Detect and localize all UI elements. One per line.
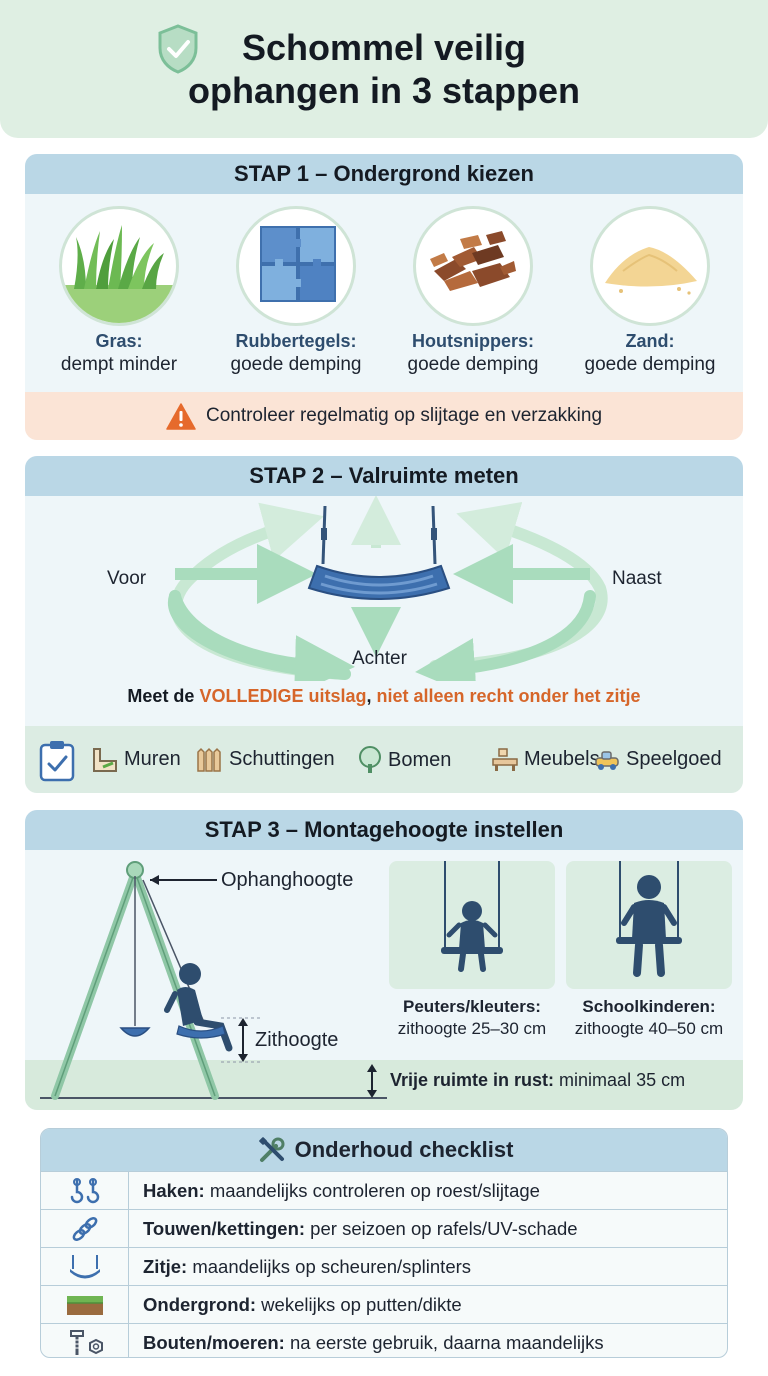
chain-icon xyxy=(41,1209,129,1248)
step3-card: STAP 3 – Montagehoogte instellen Ophangh… xyxy=(25,810,743,1110)
clearance-text: Vrije ruimte in rust: minimaal 35 cm xyxy=(390,1070,685,1091)
surface-sand: Zand: goede demping xyxy=(565,330,735,378)
checklist-header: Onderhoud checklist xyxy=(41,1129,727,1171)
checklist-text: wekelijks op putten/dikte xyxy=(256,1293,462,1315)
obstacle-row: Muren Schuttingen Bomen Meubels xyxy=(25,726,743,793)
surface-name: Gras: xyxy=(95,331,143,351)
age-group-value: zithoogte 25–30 cm xyxy=(397,1019,547,1038)
rubber-tiles-icon xyxy=(236,206,356,326)
obstacle-toys: Speelgoed xyxy=(593,746,722,772)
toddler-illustration xyxy=(389,861,555,989)
ground-icon xyxy=(41,1285,129,1324)
measure-middle: , xyxy=(366,686,377,706)
toddler-caption: Peuters/kleuters: zithoogte 25–30 cm xyxy=(382,996,562,1040)
label-back: Achter xyxy=(352,648,407,669)
surface-value: goede demping xyxy=(407,354,539,375)
swing-frame-diagram xyxy=(40,861,387,1100)
obstacle-label: Muren xyxy=(124,747,181,770)
step1-card: STAP 1 – Ondergrond kiezen xyxy=(25,154,743,440)
step3-title: STAP 3 – Montagehoogte instellen xyxy=(25,810,743,850)
obstacle-label: Schuttingen xyxy=(229,747,335,770)
surface-grass: Gras: dempt minder xyxy=(34,330,204,378)
seat-height-label: Zithoogte xyxy=(255,1029,339,1051)
schoolchild-illustration xyxy=(566,861,732,989)
checklist-label: Touwen/kettingen: xyxy=(143,1217,306,1239)
obstacle-label: Meubels xyxy=(524,747,600,770)
checklist-text: maandelijks controleren op roest/slijtag… xyxy=(204,1179,540,1201)
measure-highlight-2: niet alleen recht onder het zitje xyxy=(376,686,641,706)
surface-value: goede demping xyxy=(584,354,716,375)
fence-icon xyxy=(197,747,221,772)
page-title: Schommel veilig ophangen in 3 stappen xyxy=(90,26,678,112)
surface-value: dempt minder xyxy=(60,354,178,375)
tools-icon xyxy=(258,1137,285,1162)
clipboard-check-icon xyxy=(39,741,75,782)
checklist-title: Onderhoud checklist xyxy=(294,1137,514,1162)
warning-banner: Controleer regelmatig op slijtage en ver… xyxy=(25,392,743,440)
checklist-row-seat: Zitje: maandelijks op scheuren/splinters xyxy=(41,1247,727,1286)
step2-title: STAP 2 – Valruimte meten xyxy=(25,456,743,496)
surface-woodchips: Houtsnippers: goede demping xyxy=(388,330,558,378)
surface-name: Zand: xyxy=(625,331,675,351)
surface-name: Houtsnippers: xyxy=(411,331,534,351)
tree-icon xyxy=(359,746,381,773)
warning-text: Controleer regelmatig op slijtage en ver… xyxy=(205,405,603,426)
maintenance-checklist: Onderhoud checklist Haken: maandelijks c… xyxy=(40,1128,728,1358)
seat-icon xyxy=(41,1247,129,1286)
measure-highlight-1: VOLLEDIGE uitslag xyxy=(199,686,367,706)
obstacle-walls: Muren xyxy=(91,746,181,772)
age-group-name: Peuters/kleuters: xyxy=(403,997,541,1016)
label-side: Naast xyxy=(612,568,662,589)
age-group-name: Schoolkinderen: xyxy=(582,997,716,1016)
clearance-value: minimaal 35 cm xyxy=(554,1070,686,1090)
obstacle-fences: Schuttingen xyxy=(196,746,335,772)
bolt-nut-icon xyxy=(41,1323,129,1357)
surface-value: goede demping xyxy=(230,354,362,375)
label-front: Voor xyxy=(107,568,147,589)
age-group-value: zithoogte 40–50 cm xyxy=(574,1019,724,1038)
checklist-text: per seizoen op rafels/UV-schade xyxy=(305,1217,578,1239)
checklist-row-hooks: Haken: maandelijks controleren op roest/… xyxy=(41,1171,727,1210)
checklist-row-ground: Ondergrond: wekelijks op putten/dikte xyxy=(41,1285,727,1324)
checklist-text: maandelijks op scheuren/splinters xyxy=(187,1255,472,1277)
title-line-1: Schommel veilig xyxy=(241,27,527,68)
surface-rubber: Rubbertegels: goede demping xyxy=(211,330,381,378)
warning-icon xyxy=(166,402,196,430)
sand-icon xyxy=(590,206,710,326)
fall-zone-diagram xyxy=(167,496,608,681)
surface-name: Rubbertegels: xyxy=(235,331,357,351)
clearance-label: Vrije ruimte in rust: xyxy=(390,1070,555,1090)
ground-band xyxy=(25,1060,743,1110)
obstacle-label: Speelgoed xyxy=(626,747,722,770)
obstacle-trees: Bomen xyxy=(357,746,451,774)
checklist-row-bolts: Bouten/moeren: na eerste gebruik, daarna… xyxy=(41,1323,727,1357)
obstacle-label: Bomen xyxy=(388,748,452,771)
checklist-text: na eerste gebruik, daarna maandelijks xyxy=(284,1331,604,1353)
checklist-row-ropes: Touwen/kettingen: per seizoen op rafels/… xyxy=(41,1209,727,1248)
header: Schommel veilig ophangen in 3 stappen xyxy=(0,0,768,138)
grass-icon xyxy=(59,206,179,326)
wall-icon xyxy=(93,748,117,772)
hooks-icon xyxy=(41,1171,129,1210)
shield-check-icon xyxy=(158,24,198,74)
obstacle-furniture: Meubels xyxy=(491,746,600,772)
checklist-label: Ondergrond: xyxy=(143,1293,257,1315)
checklist-label: Bouten/moeren: xyxy=(143,1331,285,1353)
measure-instruction: Meet de VOLLEDIGE uitslag, niet alleen r… xyxy=(25,686,743,707)
measure-prefix: Meet de xyxy=(127,686,200,706)
checklist-label: Zitje: xyxy=(143,1255,188,1277)
step1-title: STAP 1 – Ondergrond kiezen xyxy=(25,154,743,194)
title-line-2: ophangen in 3 stappen xyxy=(187,70,581,111)
furniture-icon xyxy=(492,748,518,771)
checklist-label: Haken: xyxy=(143,1179,205,1201)
schoolchild-caption: Schoolkinderen: zithoogte 40–50 cm xyxy=(559,996,739,1040)
hang-height-label: Ophanghoogte xyxy=(221,869,354,891)
wood-chips-icon xyxy=(413,206,533,326)
toy-icon xyxy=(595,751,619,770)
step2-card: STAP 2 – Valruimte meten Voor Naast xyxy=(25,456,743,793)
